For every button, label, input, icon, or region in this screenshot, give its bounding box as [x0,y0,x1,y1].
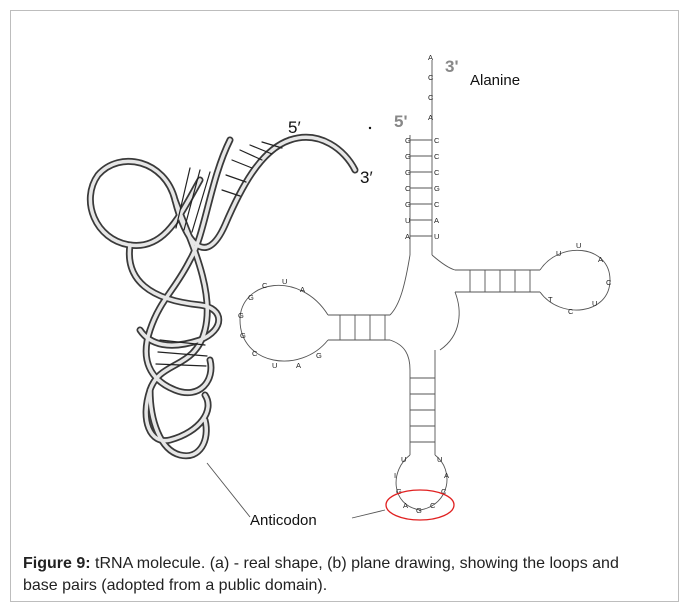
nt-t-loop: A [598,255,603,264]
anticodon-label: Anticodon [250,512,317,529]
nt-acceptor-top: A [428,113,433,122]
nt-t-loop: C [606,278,612,287]
nt-anticodon-loop: U [401,455,406,464]
nt-acceptor-right: C [434,168,440,177]
nt-t-loop: U [592,299,597,308]
nt-d-loop: G [238,311,244,320]
nt-d-loop: G [316,351,322,360]
nt-acceptor-right: C [434,200,440,209]
nt-acceptor-right: C [434,152,440,161]
nt-anticodon: G [416,506,422,515]
label-3prime-plane: 3' [445,57,459,76]
nt-acceptor-top: A [428,53,433,62]
label-3prime-3d: 3′ [360,168,373,187]
nt-t-loop: C [568,307,574,316]
nt-anticodon-loop: A [444,471,449,480]
nt-t-loop: U [556,249,561,258]
nt-acceptor-left: A [405,232,410,241]
nt-acceptor-right: U [434,232,439,241]
nt-anticodon: A [403,501,408,510]
trna-3d-model: 5′ 3′ [86,118,373,460]
figure-caption: Figure 9: tRNA molecule. (a) - real shap… [23,553,653,597]
anticodon-highlight-circle [385,489,455,521]
amino-acid-label: Alanine [470,72,520,89]
nt-acceptor-right: G [434,184,440,193]
nt-acceptor-left: G [405,200,411,209]
nt-anticodon-loop: U [437,455,442,464]
trna-diagram: 5′ 3′ [86,53,612,529]
figure-caption-text: tRNA molecule. (a) - real shape, (b) pla… [23,555,619,594]
nt-acceptor-right: C [434,136,440,145]
nt-acceptor-left: C [405,184,411,193]
nt-d-loop: A [300,285,305,294]
nt-acceptor-left: G [405,152,411,161]
nt-t-loop: T [548,295,553,304]
nt-anticodon-loop: I [394,471,396,480]
nt-d-loop: A [296,361,301,370]
nt-d-loop: U [282,277,287,286]
nt-anticodon-loop: C [441,487,447,496]
figure-frame [10,10,679,602]
nt-acceptor-left: G [405,168,411,177]
nt-d-loop: G [248,293,254,302]
nt-d-loop: C [252,349,258,358]
nt-anticodon: C [430,501,436,510]
label-5prime-3d: 5′ [288,118,301,137]
nt-acceptor-right: A [434,216,439,225]
trna-cloverleaf: A C C A G G G C G U A C C C G C A U A U … [206,53,612,521]
nt-anticodon-loop: G [396,487,402,496]
nt-acceptor-top: C [428,93,434,102]
nt-d-loop: U [272,361,277,370]
nt-acceptor-top: C [428,73,434,82]
label-5prime-plane: 5' [394,112,408,131]
figure-caption-label: Figure 9: [23,555,91,572]
figure-area: 5′ 3′ [86,53,612,529]
nt-d-loop: G [240,331,246,340]
nt-t-loop: U [576,241,581,250]
nt-acceptor-left: G [405,136,411,145]
nt-d-loop: C [262,281,268,290]
nt-acceptor-left: U [405,216,410,225]
